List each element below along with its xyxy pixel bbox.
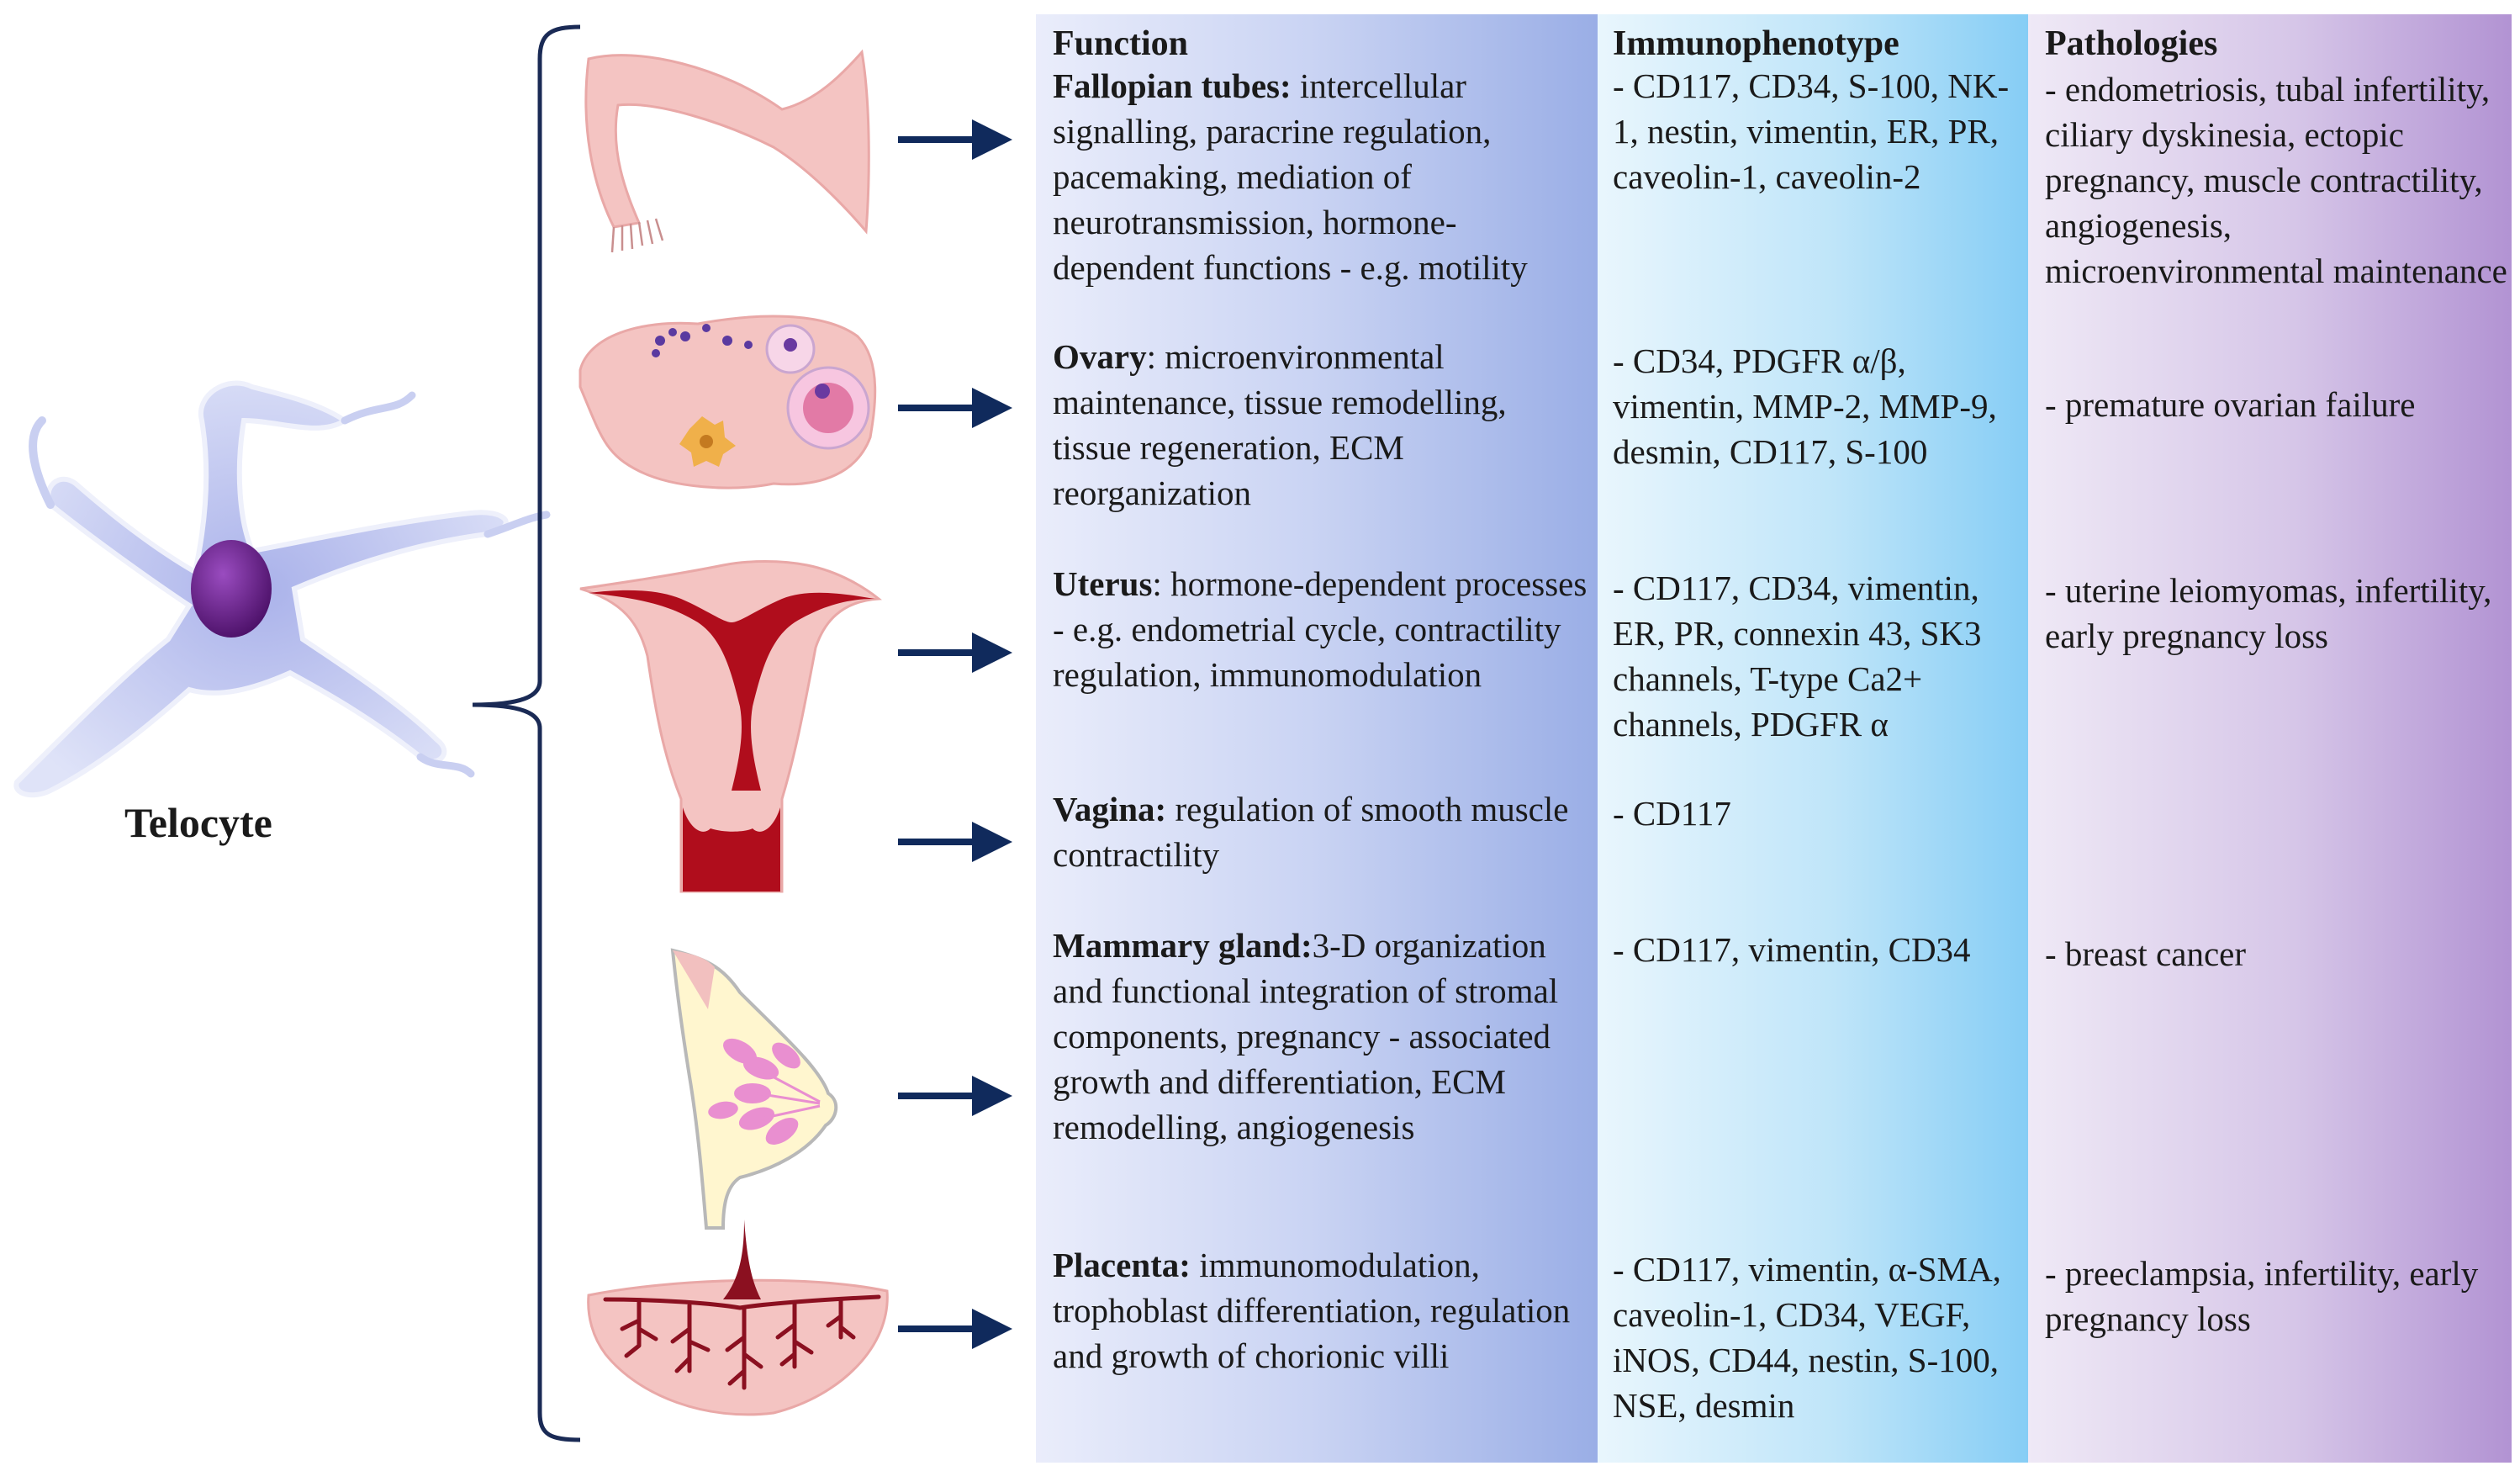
patho-cell-placenta: - preeclampsia, infertility, early pregn… — [2045, 1254, 2479, 1338]
function-cell-vagina: Vagina: regulation of smooth muscle cont… — [1053, 786, 1591, 877]
function-column: Function Fallopian tubes: intercellular … — [1036, 14, 1598, 1463]
immuno-cell-vagina: - CD117 — [1613, 794, 1731, 833]
ovary-icon — [578, 315, 877, 489]
function-header: Function — [1053, 24, 1189, 63]
immuno-cell-ovary: - CD34, PDGFR α/β, vimentin, MMP-2, MMP-… — [1613, 341, 1997, 471]
organ-name: Placenta: — [1053, 1246, 1191, 1284]
function-cell-ovary: Ovary: microenvironmental maintenance, t… — [1053, 334, 1591, 516]
pathologies-header: Pathologies — [2045, 24, 2218, 63]
telocyte-nucleus-icon — [191, 540, 272, 638]
organ-name: Ovary — [1053, 337, 1147, 376]
patho-cell-uterus: - uterine leiomyomas, infertility, early… — [2045, 571, 2492, 655]
immunophenotype-header: Immunophenotype — [1613, 24, 1899, 63]
immuno-cell-mammary-gland: - CD117, vimentin, CD34 — [1613, 930, 1971, 969]
function-cell-placenta: Placenta: immunomodulation, trophoblast … — [1053, 1242, 1591, 1378]
function-text: intercellular signalling, paracrine regu… — [1053, 66, 1528, 287]
pathologies-column: Pathologies - endometriosis, tubal infer… — [2028, 14, 2512, 1463]
function-text: immunomodulation, trophoblast differenti… — [1053, 1246, 1571, 1375]
function-text: : hormone-dependent processes - e.g. end… — [1053, 564, 1588, 694]
function-text: 3-D organization and functional integrat… — [1053, 926, 1559, 1146]
organ-name: Vagina: — [1053, 790, 1167, 828]
patho-cell-fallopian-tubes: - endometriosis, tubal infertility, cili… — [2045, 70, 2507, 290]
function-text: : microenvironmental maintenance, tissue… — [1053, 337, 1507, 512]
mammary-gland-icon — [670, 948, 838, 1230]
function-cell-mammary-gland: Mammary gland:3-D organization and funct… — [1053, 923, 1591, 1150]
bracket-icon — [472, 24, 581, 1442]
placenta-icon — [587, 1220, 889, 1416]
patho-cell-mammary-gland: - breast cancer — [2045, 934, 2246, 973]
organ-name: Uterus — [1053, 564, 1153, 603]
telocyte-cell-icon — [13, 380, 551, 798]
immuno-cell-uterus: - CD117, CD34, vimentin, ER, PR, connexi… — [1613, 569, 1982, 743]
uterus-icon — [579, 560, 882, 893]
immuno-cell-fallopian-tubes: - CD117, CD34, S-100, NK-1, nestin, vime… — [1613, 66, 2010, 196]
fallopian-tube-icon — [584, 49, 870, 253]
patho-cell-ovary: - premature ovarian failure — [2045, 385, 2416, 424]
function-cell-fallopian-tubes: Fallopian tubes: intercellular signallin… — [1053, 63, 1591, 290]
organ-name: Mammary gland: — [1053, 926, 1313, 965]
function-cell-uterus: Uterus: hormone-dependent processes - e.… — [1053, 561, 1591, 697]
immunophenotype-column: Immunophenotype - CD117, CD34, S-100, NK… — [1598, 14, 2028, 1463]
organ-name: Fallopian tubes: — [1053, 66, 1292, 105]
function-text: regulation of smooth muscle contractilit… — [1053, 790, 1569, 874]
telocyte-label: Telocyte — [124, 799, 272, 846]
immuno-cell-placenta: - CD117, vimentin, α-SMA, caveolin-1, CD… — [1613, 1250, 2001, 1425]
